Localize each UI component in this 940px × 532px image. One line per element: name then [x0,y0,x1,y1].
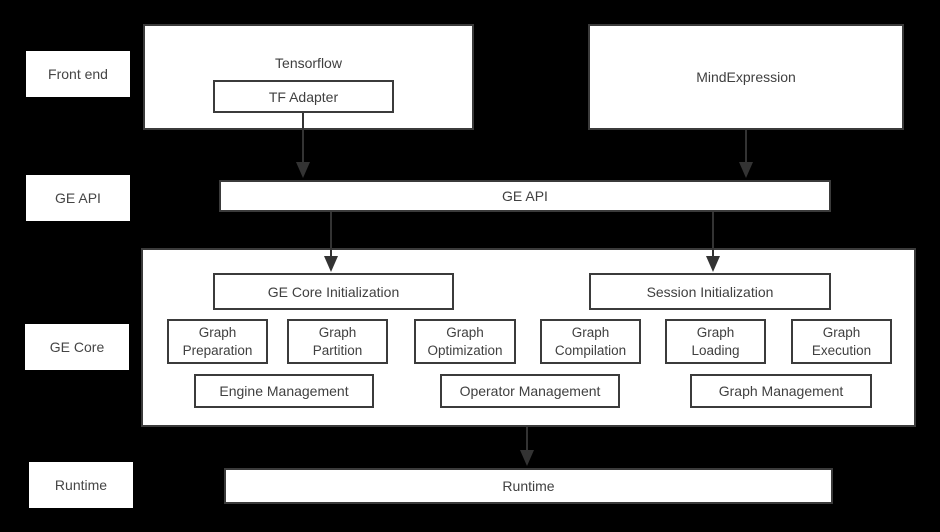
graph-partition-box: Graph Partition [287,319,388,364]
operator-management-box: Operator Management [440,374,620,408]
arrow-head-icon [739,162,753,178]
graph-loading-line1: Graph [696,324,735,340]
arrow-line [526,427,528,450]
ge-api-bar: GE API [219,180,831,212]
graph-optimization-box: Graph Optimization [414,319,516,364]
mindexpression-box: MindExpression [588,24,904,130]
graph-optimization-line2: Optimization [427,342,503,358]
engine-management-box: Engine Management [194,374,374,408]
arrow-line [745,130,747,162]
graph-loading-box: Graph Loading [665,319,766,364]
tensorflow-box: Tensorflow TF Adapter [143,24,474,130]
arrow-line [712,212,714,256]
graph-management-box: Graph Management [690,374,872,408]
graph-optimization-line1: Graph [446,324,484,340]
arrow-ge-core-to-runtime [520,427,534,466]
arrow-head-icon [296,162,310,178]
layer-label-runtime: Runtime [29,462,133,508]
arrow-head-icon [706,256,720,272]
graph-partition-line1: Graph [318,324,357,340]
ge-core-container: GE Core Initialization Session Initializ… [141,248,916,427]
arrow-line [302,113,304,162]
runtime-bar: Runtime [224,468,833,504]
graph-compilation-line1: Graph [571,324,610,340]
graph-partition-line2: Partition [312,342,363,358]
graph-execution-line1: Graph [822,324,861,340]
session-initialization-box: Session Initialization [589,273,831,310]
tensorflow-label: Tensorflow [275,55,342,71]
graph-preparation-line2: Preparation [182,342,253,358]
layer-label-ge-api: GE API [26,175,130,221]
graph-preparation-box: Graph Preparation [167,319,268,364]
layer-label-front-end: Front end [26,51,130,97]
graph-execution-line2: Execution [811,342,872,358]
arrow-tf-adapter-to-ge-api [296,113,310,178]
graph-compilation-line2: Compilation [554,342,627,358]
arrow-ge-api-to-session-initialization [706,212,720,272]
graph-preparation-line1: Graph [198,324,237,340]
arrow-mindexpression-to-ge-api [739,130,753,178]
layer-label-ge-core: GE Core [25,324,129,370]
graph-execution-box: Graph Execution [791,319,892,364]
arrow-head-icon [520,450,534,466]
tf-adapter-box: TF Adapter [213,80,394,113]
arrow-head-icon [324,256,338,272]
ge-core-initialization-box: GE Core Initialization [213,273,454,310]
arrow-ge-api-to-ge-core-initialization [324,212,338,272]
arrow-line [330,212,332,256]
graph-loading-line2: Loading [691,342,740,358]
graph-compilation-box: Graph Compilation [540,319,641,364]
